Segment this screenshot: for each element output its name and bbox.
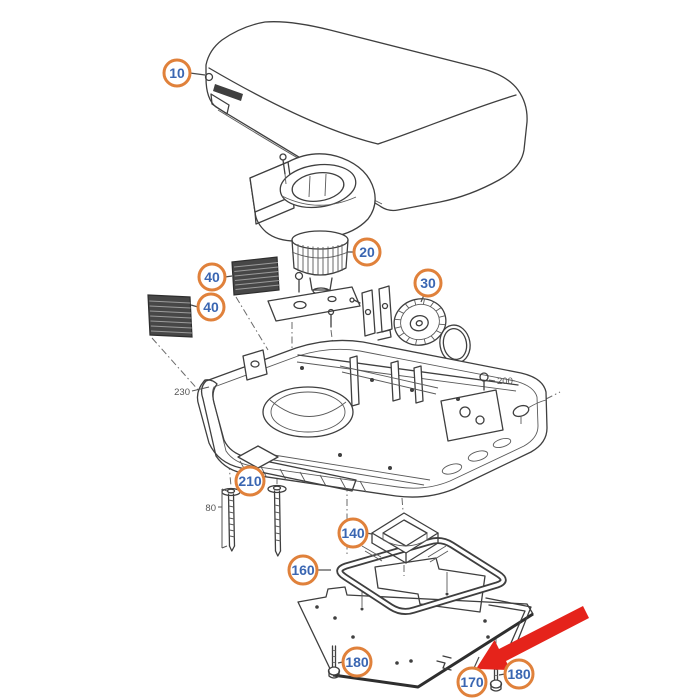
- screw-200: [479, 372, 489, 391]
- motor-bracket: [349, 285, 393, 341]
- plate-screw-bottom: [327, 308, 335, 328]
- svg-text:30: 30: [420, 275, 436, 291]
- duct-adapter: [361, 512, 449, 564]
- svg-text:20: 20: [359, 244, 375, 260]
- svg-text:160: 160: [291, 562, 315, 578]
- svg-text:40: 40: [203, 299, 219, 315]
- callout-30: 30: [413, 268, 443, 303]
- drain-outlet: [512, 399, 547, 424]
- svg-text:140: 140: [341, 525, 365, 541]
- svg-text:230: 230: [174, 387, 190, 398]
- callout-40-lower: 40: [190, 292, 226, 322]
- svg-text:80: 80: [205, 503, 216, 514]
- callout-180-right: 180: [498, 658, 535, 690]
- svg-text:200: 200: [497, 376, 513, 387]
- label-230: 230: [174, 386, 210, 398]
- motor-drum: [291, 230, 349, 301]
- callout-180-left: 180: [337, 646, 373, 678]
- svg-text:180: 180: [507, 666, 531, 682]
- callout-10: 10: [162, 58, 206, 88]
- callout-210: 210: [234, 465, 266, 497]
- callout-40-upper: 40: [197, 262, 233, 292]
- callout-20: 20: [347, 237, 382, 267]
- front-bumper-rail: [196, 379, 357, 492]
- label-80: 80: [205, 488, 228, 549]
- brand-logo: [204, 72, 243, 101]
- mounting-bolt-right: [267, 484, 287, 557]
- plate-screw-top: [294, 271, 304, 293]
- callout-160: 160: [287, 554, 331, 586]
- callout-170: 170: [456, 656, 488, 698]
- mounting-plate: [267, 271, 361, 328]
- label-200: 200: [488, 376, 513, 387]
- blower-wheel: [393, 298, 447, 346]
- fan-scroll-housing: [249, 153, 376, 301]
- base-pan: [196, 339, 548, 498]
- svg-text:10: 10: [169, 65, 185, 81]
- callout-140: 140: [337, 517, 373, 549]
- air-grille-right: [231, 256, 280, 296]
- corner-trim: [485, 597, 532, 651]
- mounting-bolt-left: [221, 487, 241, 552]
- svg-text:40: 40: [204, 269, 220, 285]
- air-grille-left: [147, 294, 193, 338]
- red-pointer-arrow: [476, 606, 589, 670]
- plate-screw-left: [327, 645, 341, 679]
- svg-text:170: 170: [460, 674, 484, 690]
- svg-text:210: 210: [238, 473, 262, 489]
- roof-seal-gasket: [336, 537, 507, 615]
- svg-text:180: 180: [345, 654, 369, 670]
- cover-screw: [279, 153, 287, 185]
